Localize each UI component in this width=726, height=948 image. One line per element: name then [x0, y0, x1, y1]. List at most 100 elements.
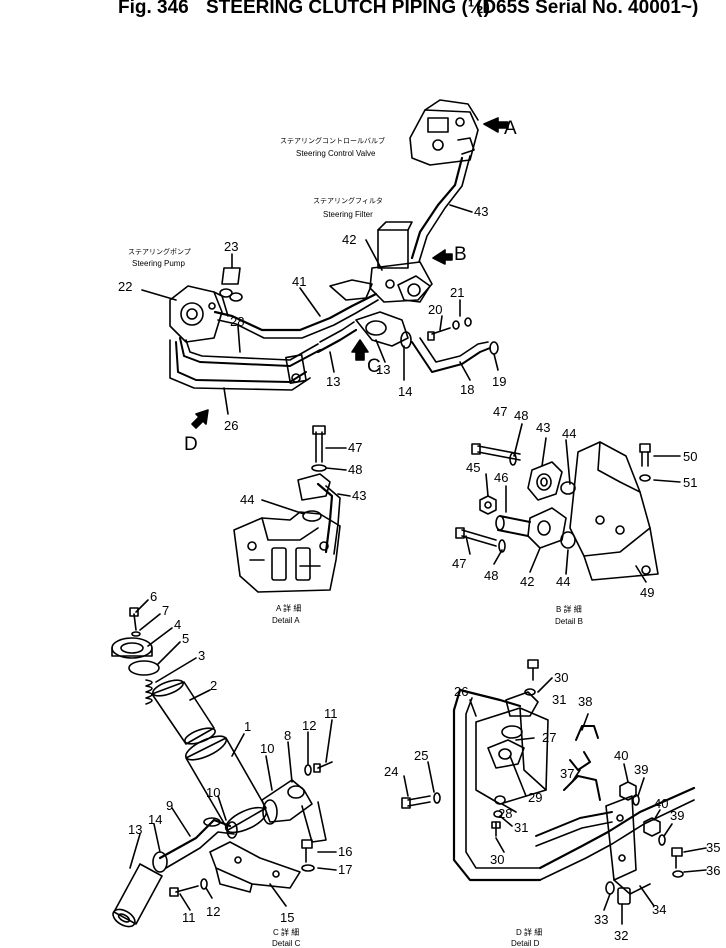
callout: 39	[670, 808, 684, 823]
callout: 47	[348, 440, 362, 455]
callout: 38	[578, 694, 592, 709]
detail-a-jp-caption: A 詳 細	[276, 603, 301, 613]
callout: 20	[428, 302, 442, 317]
callout: 35	[706, 840, 720, 855]
detail-d-caption: Detail D	[511, 939, 540, 948]
callout: 22	[118, 279, 132, 294]
detail-c-jp-caption: C 詳 細	[273, 927, 299, 937]
callout: 31	[514, 820, 528, 835]
view-marker-a: A	[504, 118, 517, 139]
control-valve-label: Steering Control Valve	[296, 149, 376, 158]
callout: 12	[302, 718, 316, 733]
pipe-28	[179, 337, 321, 367]
callout: 28	[230, 314, 244, 329]
callout: 9	[166, 798, 173, 813]
callout: 2	[210, 678, 217, 693]
callout: 1	[244, 719, 251, 734]
detail-b-drawing	[455, 441, 659, 581]
callout: 30	[490, 852, 504, 867]
callout: 10	[206, 785, 220, 800]
callout: 11	[182, 910, 196, 925]
callout: 26	[454, 684, 468, 699]
detail-a-drawing	[233, 425, 341, 593]
callout: 11	[324, 706, 338, 721]
steering-filter-drawing	[369, 221, 433, 303]
callout: 42	[342, 232, 356, 247]
callout: 28	[498, 806, 512, 821]
callout: 13	[376, 362, 390, 377]
callout: 13	[326, 374, 340, 389]
callout: 34	[652, 902, 666, 917]
detail-c-drawing	[111, 607, 333, 928]
view-marker-d: D	[184, 434, 198, 455]
callout: 24	[384, 764, 398, 779]
callout: 16	[338, 844, 352, 859]
control-valve-jp-label: ステアリングコントロールバルブ	[280, 136, 385, 145]
callout: 49	[640, 585, 654, 600]
callout: 30	[554, 670, 568, 685]
callout: 5	[182, 631, 189, 646]
callout: 23	[224, 239, 238, 254]
callout: 14	[148, 812, 162, 827]
callout: 40	[614, 748, 628, 763]
detail-b-caption: Detail B	[555, 617, 583, 626]
callout: 33	[594, 912, 608, 927]
callout: 36	[706, 863, 720, 878]
detail-b-jp-caption: B 詳 細	[556, 604, 582, 614]
callout: 21	[450, 285, 464, 300]
callout: 48	[348, 462, 362, 477]
view-marker-b: B	[454, 244, 467, 265]
callout: 48	[514, 408, 528, 423]
callout: 7	[162, 603, 169, 618]
callout: 43	[474, 204, 488, 219]
callout: 50	[683, 449, 697, 464]
filter-jp-label: ステアリングフィルタ	[313, 196, 383, 205]
detail-d-jp-caption: D 詳 細	[516, 927, 542, 937]
callout: 44	[556, 574, 570, 589]
pipe-26	[175, 341, 307, 383]
callout: 14	[398, 384, 412, 399]
view-marker-c: C	[367, 356, 381, 377]
serial-range: (D65S Serial No. 40001~)	[476, 0, 699, 18]
callout: 46	[494, 470, 508, 485]
callout: 40	[654, 796, 668, 811]
callout: 51	[683, 475, 697, 490]
callout: 27	[542, 730, 556, 745]
callout: 32	[614, 928, 628, 943]
callout: 12	[206, 904, 220, 919]
callout: 17	[338, 862, 352, 877]
pipe-41	[213, 292, 378, 332]
callout: 26	[224, 418, 238, 433]
steering-control-valve-drawing	[409, 99, 479, 166]
detail-d-drawing	[401, 659, 696, 905]
pump-label: Steering Pump	[132, 259, 185, 268]
callout: 37	[560, 766, 574, 781]
detail-c-caption: Detail C	[272, 939, 301, 948]
callout: 45	[466, 460, 480, 475]
filter-label: Steering Filter	[323, 210, 373, 219]
callout: 8	[284, 728, 291, 743]
figure-title: STEERING CLUTCH PIPING (½)	[206, 0, 490, 18]
detail-a-caption: Detail A	[272, 616, 300, 625]
callout: 31	[552, 692, 566, 707]
callout: 44	[562, 426, 576, 441]
callout: 19	[492, 374, 506, 389]
callout: 41	[292, 274, 306, 289]
callout: 4	[174, 617, 181, 632]
callout: 47	[452, 556, 466, 571]
callout: 43	[536, 420, 550, 435]
callout: 3	[198, 648, 205, 663]
callout: 29	[528, 790, 542, 805]
figure-number: Fig. 346	[118, 0, 189, 18]
callout: 44	[240, 492, 254, 507]
callout: 25	[414, 748, 428, 763]
callout: 48	[484, 568, 498, 583]
callout: 43	[352, 488, 366, 503]
callout: 6	[150, 589, 157, 604]
callout: 13	[128, 822, 142, 837]
pipe-43	[410, 156, 464, 260]
pump-jp-label: ステアリングポンプ	[128, 247, 191, 256]
callout: 18	[460, 382, 474, 397]
